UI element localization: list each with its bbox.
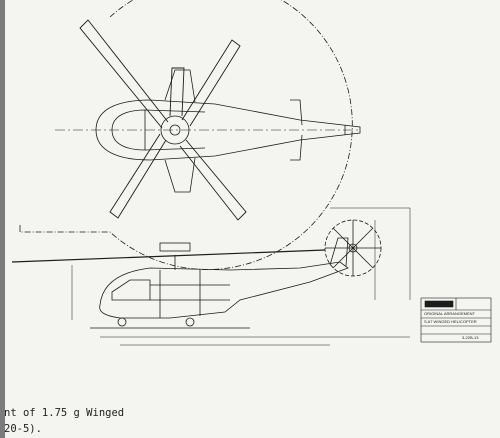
scan-page-edge	[0, 0, 5, 438]
side-fuselage	[99, 261, 349, 319]
title-block	[420, 297, 492, 343]
plan-rotor-hub	[160, 115, 190, 145]
plan-tail	[290, 99, 303, 161]
plan-wing	[164, 69, 196, 193]
plan-fuselage	[95, 99, 361, 161]
side-nose-wheel	[117, 317, 127, 327]
figure-caption-line2: 20-5).	[4, 423, 42, 435]
side-view	[11, 207, 411, 346]
figure-caption-line1: nt of 1.75 g Winged	[4, 407, 125, 419]
rotor-disc-arc	[20, 0, 353, 270]
title-block-line1: ORIGINAL ARRANGEMENT	[424, 311, 476, 316]
side-rotor-blade	[11, 249, 326, 263]
side-vertical-fin	[329, 237, 349, 267]
side-main-wheel	[185, 317, 195, 327]
title-block-drawing-number: 3-22B-13	[462, 335, 479, 340]
plan-rotor-blades	[79, 19, 247, 221]
title-block-line2: S-67 WINGED HELICOPTER	[424, 319, 477, 324]
plan-view	[19, 0, 361, 270]
